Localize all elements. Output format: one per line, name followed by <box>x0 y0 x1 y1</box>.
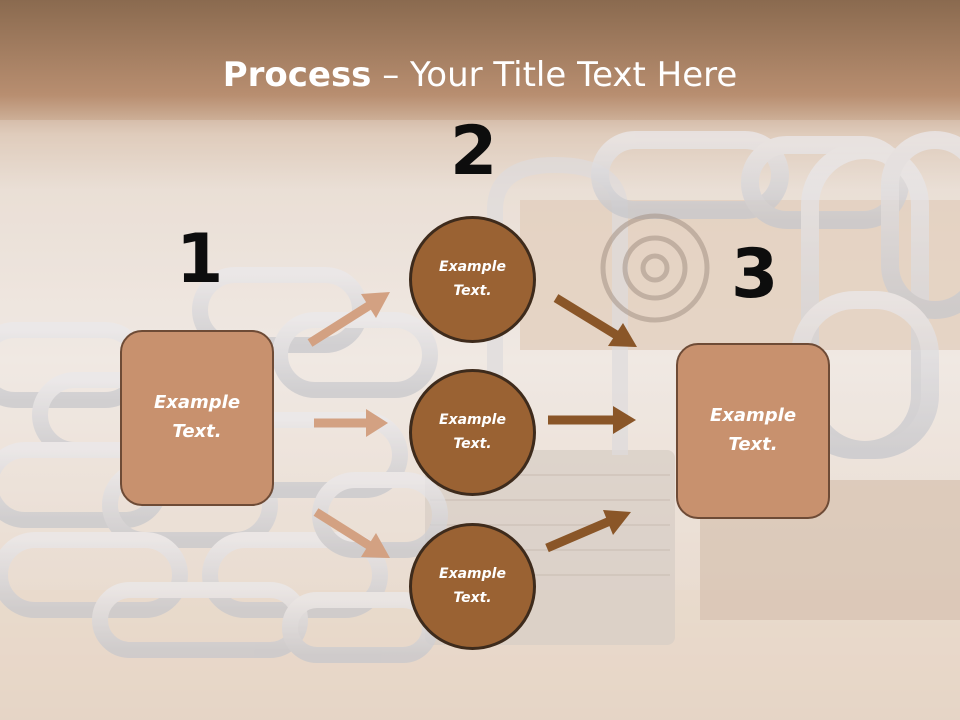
arrow-left-top <box>307 292 390 347</box>
left-text-box: Example Text. <box>120 330 274 506</box>
circle-middle-label: Example Text. <box>439 412 506 452</box>
title-rest: – Your Title Text Here <box>371 55 738 95</box>
right-text-box: Example Text. <box>676 343 830 519</box>
arrow-right-middle <box>548 406 636 434</box>
step-number-1: 1 <box>176 220 224 299</box>
step-number-3: 3 <box>731 235 779 314</box>
circle-bottom: Example Text. <box>409 523 536 650</box>
right-box-label: Example Text. <box>709 405 797 455</box>
circle-bottom-label: Example Text. <box>439 566 506 606</box>
circle-middle: Example Text. <box>409 369 536 496</box>
left-box-label: Example Text. <box>153 392 241 442</box>
arrow-right-bottom <box>545 510 631 553</box>
step-number-2: 2 <box>450 112 498 191</box>
arrow-right-top <box>553 294 637 347</box>
circle-top: Example Text. <box>409 216 536 343</box>
arrow-left-bottom <box>313 508 390 558</box>
title-bold: Process <box>222 55 372 95</box>
slide-title: Process – Your Title Text Here <box>0 55 960 95</box>
arrow-left-middle <box>314 409 388 437</box>
circle-top-label: Example Text. <box>439 259 506 299</box>
